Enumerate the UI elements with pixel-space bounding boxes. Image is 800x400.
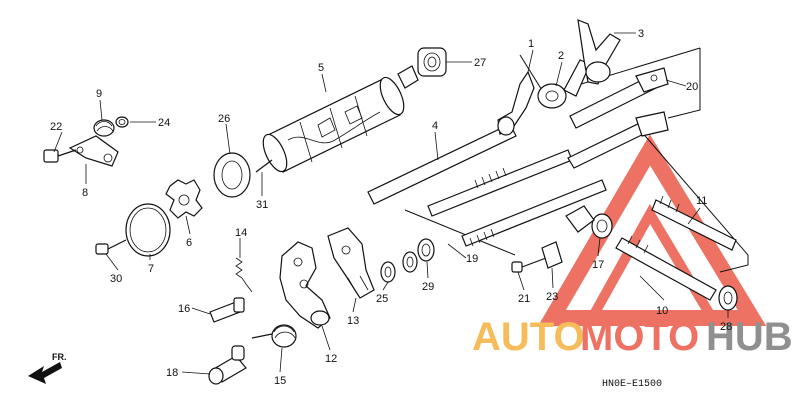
shaft-11 <box>567 111 737 251</box>
leader-lines <box>53 32 729 375</box>
direction-label: FR. <box>52 352 67 362</box>
bearing-27 <box>417 47 447 77</box>
rod-20 <box>569 67 669 129</box>
washer-25b <box>402 251 418 273</box>
plate-23 <box>541 241 563 269</box>
callout-9: 9 <box>96 88 102 100</box>
callout-21: 21 <box>518 293 530 305</box>
shaft-10 <box>615 235 717 301</box>
shaft-19 <box>427 149 607 247</box>
washer-29 <box>417 238 435 262</box>
callout-30: 30 <box>110 273 122 285</box>
callout-5: 5 <box>318 62 324 74</box>
watermark-auto: AUTO <box>472 315 585 359</box>
callout-18: 18 <box>166 367 178 379</box>
callout-25: 25 <box>376 293 388 305</box>
assembly-frame <box>404 47 749 273</box>
callout-27: 27 <box>474 57 486 69</box>
bolt-30 <box>95 239 127 255</box>
callout-23: 23 <box>546 291 558 303</box>
washer-26 <box>213 152 251 198</box>
callout-7: 7 <box>148 263 154 275</box>
bolt-16 <box>209 297 245 323</box>
diagram-code: HN0E–E1500 <box>602 379 662 390</box>
shift-fork-1 <box>497 70 535 136</box>
callout-4: 4 <box>432 120 438 132</box>
callout-6: 6 <box>186 237 192 249</box>
callout-11: 11 <box>696 195 707 207</box>
callout-19: 19 <box>466 253 478 265</box>
watermark-moto: MOTO <box>580 315 699 359</box>
callout-26: 26 <box>218 113 230 125</box>
callout-3: 3 <box>638 28 644 40</box>
stopper-arm-assembly <box>43 116 129 167</box>
callout-28: 28 <box>720 321 732 333</box>
callout-16: 16 <box>178 303 190 315</box>
bearing-17 <box>565 205 613 239</box>
shift-drum <box>262 65 419 173</box>
callout-15: 15 <box>274 375 286 387</box>
gearshift-plate-13 <box>327 227 375 299</box>
callout-8: 8 <box>82 187 88 199</box>
callout-10: 10 <box>656 305 668 317</box>
callout-13: 13 <box>347 315 359 327</box>
seal-28 <box>718 285 738 311</box>
bolt-21 <box>511 257 547 273</box>
spring-14 <box>235 257 253 293</box>
shift-fork-3 <box>577 19 621 85</box>
front-direction-arrow: FR. <box>28 352 67 384</box>
disc-7 <box>125 203 171 257</box>
callout-29: 29 <box>422 281 434 293</box>
callout-1: 1 <box>528 38 534 50</box>
arrow-icon <box>28 362 62 384</box>
stopper-plate-6 <box>165 179 203 219</box>
callout-labels: 1 2 3 4 5 6 7 8 9 10 11 12 13 14 15 16 1… <box>50 28 732 387</box>
gearshift-arm-12 <box>279 241 331 329</box>
collar-18 <box>208 345 247 385</box>
watermark-hub: HUB <box>706 315 793 359</box>
callout-14: 14 <box>235 227 247 239</box>
callout-31: 31 <box>256 199 268 211</box>
shaft-4 <box>367 123 517 205</box>
callout-24: 24 <box>158 117 170 129</box>
callout-20: 20 <box>686 81 698 93</box>
callout-17: 17 <box>592 259 604 271</box>
callout-2: 2 <box>558 50 564 62</box>
pin-31 <box>255 159 273 173</box>
washer-25 <box>380 261 396 283</box>
callout-22: 22 <box>50 121 62 133</box>
spring-15 <box>251 324 297 348</box>
callout-12: 12 <box>325 353 337 365</box>
